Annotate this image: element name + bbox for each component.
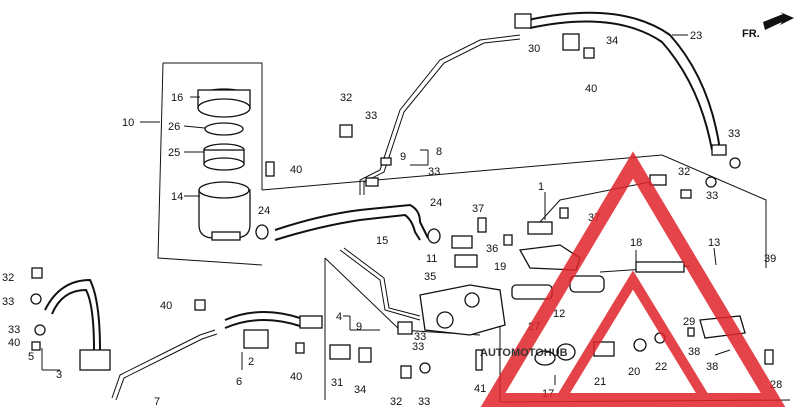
callout-38-a: 38: [688, 346, 700, 358]
callout-labels: 1 2 4 5 6 7 8 9 9 10 11 12 13 14 15 16 1…: [2, 30, 782, 408]
callout-21: 21: [594, 376, 606, 388]
callout-22: 22: [655, 361, 667, 373]
clutch-pipe-middle: [339, 247, 421, 335]
callout-8: 8: [436, 146, 442, 158]
callout-33-e: 33: [2, 296, 14, 308]
callout-34-bottom: 34: [354, 384, 366, 396]
callout-16: 16: [171, 92, 183, 104]
clutch-switch-bracket: [518, 174, 667, 271]
callout-20: 20: [628, 366, 640, 378]
brake-pipe-upper: [359, 34, 521, 195]
callout-19: 19: [494, 261, 506, 273]
flexible-hose: [514, 11, 741, 169]
callout-33-g: 33: [412, 341, 424, 353]
callout-2: 2: [248, 356, 254, 368]
callout-32-top: 32: [340, 92, 352, 104]
callout-18: 18: [630, 237, 642, 249]
front-direction-label: FR.: [742, 28, 760, 40]
callout-40-c: 40: [160, 300, 172, 312]
reservoir-assembly: [197, 88, 251, 241]
callout-33-i: 33: [414, 331, 426, 343]
small-hardware: [30, 33, 774, 379]
callout-37-a: 37: [472, 203, 484, 215]
callout-35: 35: [424, 271, 436, 283]
callout-29: 29: [683, 316, 695, 328]
callout-12: 12: [553, 308, 565, 320]
callout-1: 1: [538, 181, 544, 193]
callout-40-a: 40: [290, 164, 302, 176]
watermark: AUTOMOTOHUB: [480, 151, 786, 407]
callout-33-b: 33: [428, 166, 440, 178]
callout-33-d: 33: [706, 190, 718, 202]
callout-3: 3: [56, 369, 62, 381]
callout-30: 30: [528, 43, 540, 55]
callout-24-left: 24: [258, 205, 270, 217]
watermark-inner-triangle-icon: [551, 270, 715, 405]
master-cylinder: [419, 254, 506, 336]
callout-31: 31: [331, 377, 343, 389]
watermark-text: AUTOMOTOHUB: [480, 347, 568, 359]
callout-33-h: 33: [418, 396, 430, 408]
callout-38-b: 38: [706, 361, 718, 373]
callout-41: 41: [474, 383, 486, 395]
lower-pipes: [44, 278, 323, 401]
callout-33-a: 33: [365, 110, 377, 122]
callout-26: 26: [168, 121, 180, 133]
callout-32-right: 32: [678, 166, 690, 178]
callout-40-d: 40: [290, 371, 302, 383]
callout-6: 6: [236, 376, 242, 388]
callout-39: 39: [764, 253, 776, 265]
callout-34-top: 34: [606, 35, 618, 47]
callout-9-upper: 9: [400, 151, 406, 163]
callout-25: 25: [168, 147, 180, 159]
callout-23: 23: [690, 30, 702, 42]
callout-7: 7: [154, 396, 160, 408]
callout-10: 10: [122, 117, 134, 129]
callout-36: 36: [486, 243, 498, 255]
callout-33-f: 33: [8, 324, 20, 336]
callout-13: 13: [708, 237, 720, 249]
front-direction-indicator: FR.: [742, 12, 794, 40]
callout-15: 15: [376, 235, 388, 247]
reservoir-hose: [255, 203, 441, 244]
callout-40-b: 40: [585, 83, 597, 95]
callout-14: 14: [171, 191, 183, 203]
callout-33-c: 33: [728, 128, 740, 140]
callout-4: 4: [336, 311, 342, 323]
callout-5: 5: [28, 351, 34, 363]
leader-lines: [41, 34, 731, 385]
callout-32-bottom: 32: [390, 396, 402, 408]
callout-11: 11: [426, 253, 437, 265]
callout-40-e: 40: [8, 337, 20, 349]
callout-32-left: 32: [2, 272, 14, 284]
callout-24-right: 24: [430, 197, 442, 209]
front-arrow-icon: [763, 12, 794, 30]
callout-9-lower: 9: [356, 321, 362, 333]
